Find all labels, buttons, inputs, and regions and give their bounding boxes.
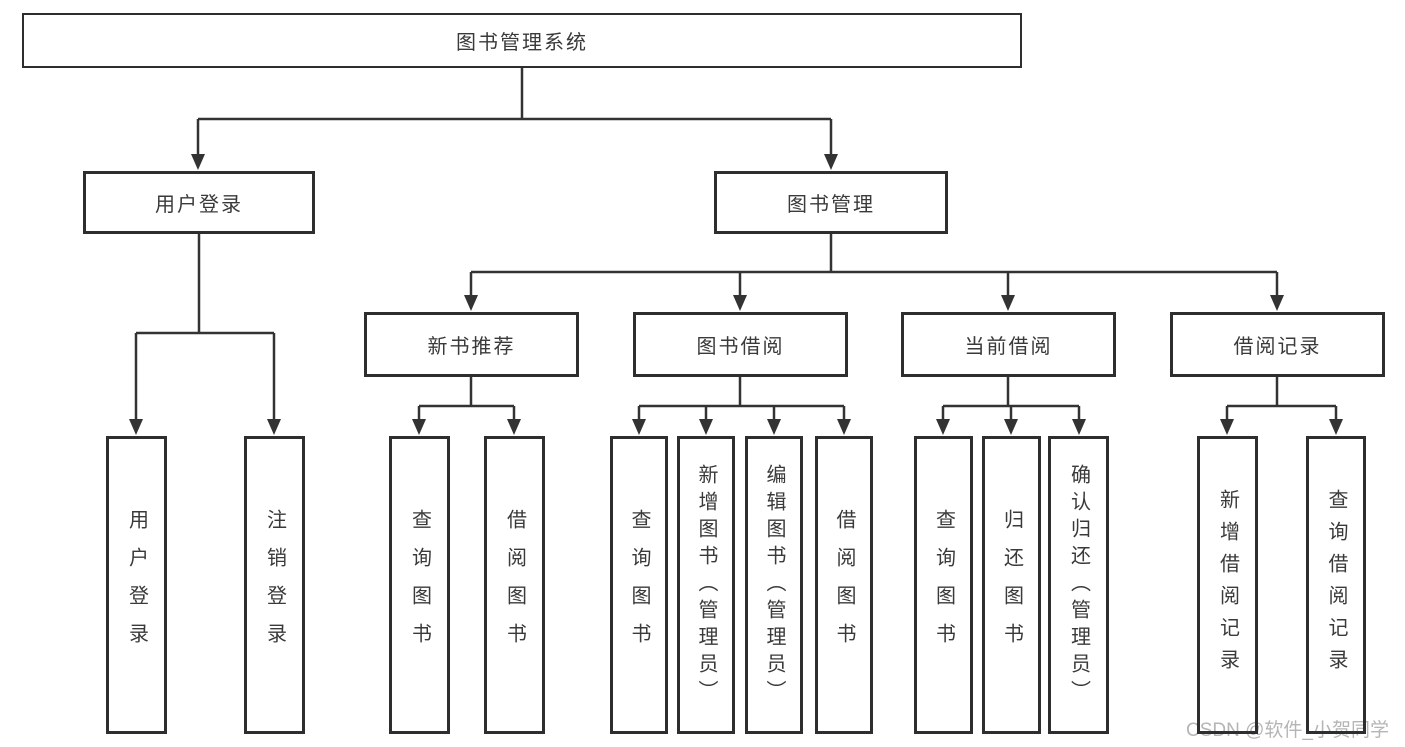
node-user-login-label: 用户登录 bbox=[155, 194, 243, 216]
leaf-confirm-return-admin-label: 确认归还（管理员） bbox=[1067, 463, 1090, 707]
leaf-query-borrow-record: 查询借阅记录 bbox=[1306, 436, 1366, 734]
leaf-user-login-label: 用户登录 bbox=[125, 509, 148, 661]
node-borrowing-records: 借阅记录 bbox=[1170, 312, 1385, 377]
node-book-borrowing: 图书借阅 bbox=[633, 312, 848, 377]
node-new-book-recommend: 新书推荐 bbox=[364, 312, 579, 377]
node-current-borrowing-label: 当前借阅 bbox=[964, 336, 1053, 358]
node-root-system: 图书管理系统 bbox=[22, 13, 1022, 68]
node-book-management: 图书管理 bbox=[714, 171, 948, 234]
node-user-login: 用户登录 bbox=[83, 171, 315, 234]
leaf-borrow-book-2: 借阅图书 bbox=[815, 436, 873, 734]
leaf-query-book-1: 查询图书 bbox=[389, 436, 450, 734]
node-book-management-label: 图书管理 bbox=[787, 194, 875, 216]
leaf-query-book-2-label: 查询图书 bbox=[628, 509, 650, 661]
node-book-borrowing-label: 图书借阅 bbox=[696, 336, 785, 358]
leaf-add-borrow-record: 新增借阅记录 bbox=[1197, 436, 1258, 734]
leaf-add-book-admin-label: 新增图书（管理员） bbox=[695, 463, 717, 707]
leaf-confirm-return-admin: 确认归还（管理员） bbox=[1048, 436, 1109, 734]
node-borrowing-records-label: 借阅记录 bbox=[1233, 336, 1322, 358]
leaf-return-book-label: 归还图书 bbox=[1000, 509, 1023, 661]
leaf-query-book-3-label: 查询图书 bbox=[932, 509, 955, 661]
leaf-query-book-3: 查询图书 bbox=[914, 436, 973, 734]
node-root-system-label: 图书管理系统 bbox=[456, 32, 588, 54]
leaf-return-book: 归还图书 bbox=[982, 436, 1041, 734]
leaf-logout-label: 注销登录 bbox=[263, 509, 286, 661]
leaf-borrow-book-1-label: 借阅图书 bbox=[503, 509, 526, 661]
leaf-borrow-book-2-label: 借阅图书 bbox=[833, 509, 855, 661]
leaf-query-book-2: 查询图书 bbox=[610, 436, 668, 734]
leaf-add-borrow-record-label: 新增借阅记录 bbox=[1216, 489, 1239, 681]
leaf-query-borrow-record-label: 查询借阅记录 bbox=[1325, 489, 1347, 681]
leaf-borrow-book-1: 借阅图书 bbox=[484, 436, 545, 734]
node-current-borrowing: 当前借阅 bbox=[901, 312, 1116, 377]
watermark-text: CSDN @软件_小贺同学 bbox=[1186, 720, 1389, 741]
leaf-add-book-admin: 新增图书（管理员） bbox=[677, 436, 735, 734]
leaf-edit-book-admin-label: 编辑图书（管理员） bbox=[763, 463, 785, 707]
leaf-edit-book-admin: 编辑图书（管理员） bbox=[745, 436, 803, 734]
leaf-user-login: 用户登录 bbox=[106, 436, 167, 734]
node-new-book-recommend-label: 新书推荐 bbox=[427, 336, 516, 358]
leaf-logout: 注销登录 bbox=[244, 436, 305, 734]
leaf-query-book-1-label: 查询图书 bbox=[408, 509, 431, 661]
